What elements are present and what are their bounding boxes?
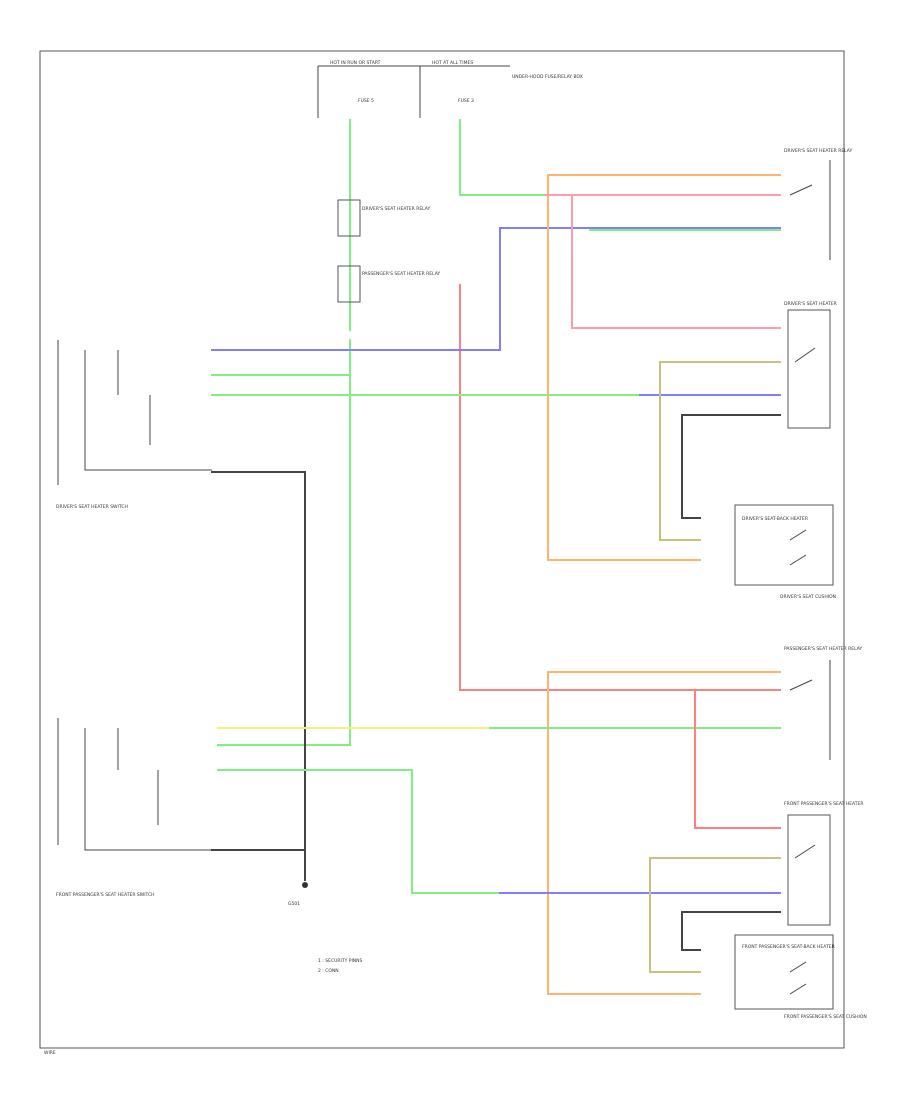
pass-seat-back-label: FRONT PASSENGER'S SEAT-BACK HEATER: [742, 944, 835, 950]
wire-green-main-lower: [217, 339, 351, 746]
wire-red-main: [459, 284, 781, 691]
pass-relay-label: PASSENGER'S SEAT HEATER RELAY: [362, 271, 440, 277]
wire-orange-driver: [547, 174, 781, 561]
fuse-bar: HOT IN RUN OR START HOT AT ALL TIMES UND…: [317, 60, 583, 118]
driver-relay-right-label: DRIVER'S SEAT HEATER RELAY: [784, 148, 853, 154]
relay-1: [337, 199, 361, 237]
wire-green-right: [459, 119, 547, 196]
pass-switch: FRONT PASSENGER'S SEAT HEATER SWITCH: [56, 718, 212, 898]
pass-switch-label: FRONT PASSENGER'S SEAT HEATER SWITCH: [56, 892, 155, 898]
driver-seat-cushion-label: DRIVER'S SEAT CUSHION: [780, 594, 836, 600]
legend-item-1: 1 : SECURITY PINNS: [318, 958, 363, 964]
page-ref: WIRE: [44, 1050, 56, 1056]
wire-green-pass-2: [217, 769, 501, 894]
driver-switch-label: DRIVER'S SEAT HEATER SWITCH: [56, 504, 128, 510]
driver-seat-cushion-box: DRIVER'S SEAT-BACK HEATER DRIVER'S SEAT …: [734, 504, 836, 600]
pass-seat-cushion-label: FRONT PASSENGER'S SEAT CUSHION: [784, 1014, 867, 1020]
pass-seat-heater-label: FRONT PASSENGER'S SEAT HEATER: [784, 801, 864, 807]
driver-seat-heater-box: DRIVER'S SEAT HEATER: [784, 301, 837, 429]
driver-switch: DRIVER'S SEAT HEATER SWITCH: [56, 340, 212, 510]
pass-heater-relay-box: PASSENGER'S SEAT HEATER RELAY: [784, 646, 862, 760]
wire-black-ground: [211, 471, 306, 881]
wire-violet-top: [211, 227, 781, 351]
wire-tan-driver: [659, 361, 781, 541]
diagram-frame: [39, 50, 845, 1049]
pass-relay-right-label: PASSENGER'S SEAT HEATER RELAY: [784, 646, 862, 652]
wire-orange-pass: [547, 671, 781, 995]
legend-item-2: 2 : CONN: [318, 968, 339, 974]
wire-black-pass: [681, 911, 781, 951]
top-fuse-label-a: HOT IN RUN OR START: [330, 60, 381, 66]
wire-tan-pass: [649, 857, 781, 973]
relay-2: [337, 265, 361, 303]
driver-seat-heater-label: DRIVER'S SEAT HEATER: [784, 301, 837, 307]
wire-pink-driver-2: [571, 194, 781, 329]
top-fuse-label-b: HOT AT ALL TIMES: [432, 60, 473, 66]
wire-red-pass: [694, 689, 781, 829]
driver-relay-label: DRIVER'S SEAT HEATER RELAY: [362, 206, 431, 212]
driver-heater-relay-box: DRIVER'S SEAT HEATER RELAY: [784, 148, 853, 260]
pass-seat-cushion-box: FRONT PASSENGER'S SEAT-BACK HEATER FRONT…: [734, 934, 867, 1020]
ground-symbol: G501: [288, 882, 308, 907]
pass-seat-heater-box: FRONT PASSENGER'S SEAT HEATER: [784, 801, 864, 926]
ground-label: G501: [288, 901, 300, 907]
fuse-b-label: FUSE 3: [458, 98, 474, 104]
fuse-a-label: FUSE 5: [358, 98, 374, 104]
wire-black-driver: [681, 414, 781, 519]
driver-seat-back-label: DRIVER'S SEAT-BACK HEATER: [742, 516, 808, 522]
underhood-box-label: UNDER-HOOD FUSE/RELAY BOX: [512, 74, 583, 80]
